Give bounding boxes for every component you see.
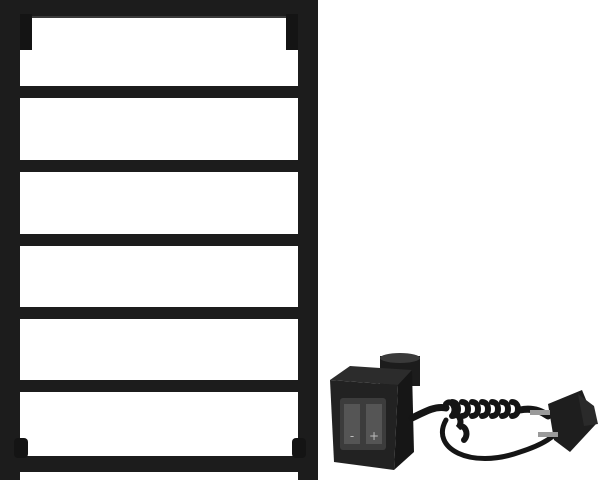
heater-cylinder-top (380, 353, 420, 363)
rail-side-left (0, 0, 20, 480)
plug-grip (578, 394, 598, 426)
heating-element-icon: - + (330, 353, 420, 470)
cable-lead (408, 404, 450, 422)
rail-foot-left (14, 438, 28, 458)
rail-bar (18, 234, 300, 246)
rail-side-right (298, 0, 318, 480)
rail-top-bar-highlight (20, 16, 295, 18)
rail-foot-right (292, 438, 306, 458)
rail-bar (18, 86, 300, 98)
heater-side-face (394, 370, 414, 470)
rail-bar (18, 160, 300, 172)
rail-bar (18, 380, 300, 392)
heater-button-left (344, 404, 360, 444)
rail-top-bar (8, 0, 314, 18)
heater-plus-label: + (369, 429, 379, 443)
heater-top-face (330, 366, 412, 385)
schuko-plug-icon (530, 390, 598, 452)
plug-pin-top (530, 410, 550, 415)
heater-minus-label: - (350, 429, 354, 443)
plug-pin-bottom (538, 432, 558, 437)
cable-coil (443, 399, 521, 443)
rail-bottom-bar (14, 456, 318, 472)
rail-bar (18, 307, 300, 319)
heater-button-right (366, 404, 382, 444)
towel-rail-icon (0, 0, 318, 480)
